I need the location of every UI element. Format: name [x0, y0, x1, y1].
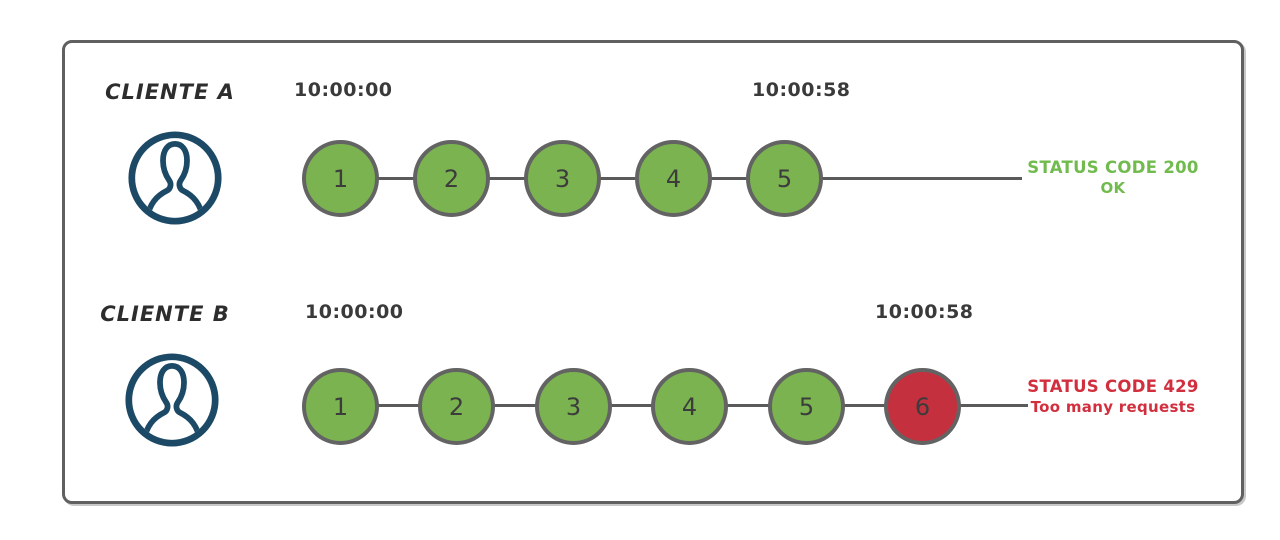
- client-b-label: CLIENTE B: [100, 302, 230, 326]
- request-number: 4: [665, 164, 682, 193]
- row-a-end-time: 10:00:58: [752, 79, 851, 101]
- user-icon-client-b: [125, 353, 219, 447]
- request-number: 5: [798, 392, 815, 421]
- row-a-status: STATUS CODE 200 OK: [1025, 157, 1201, 199]
- status-message-text: OK: [1100, 179, 1126, 197]
- request-circle-a3: 3: [524, 140, 601, 217]
- request-number: 2: [448, 392, 465, 421]
- request-circle-a1: 1: [302, 140, 379, 217]
- request-number: 3: [565, 392, 582, 421]
- request-circle-b3: 3: [535, 368, 612, 445]
- request-number: 1: [332, 392, 349, 421]
- request-circle-b2: 2: [418, 368, 495, 445]
- user-icon-client-a: [128, 131, 222, 225]
- request-circle-b6-blocked: 6: [884, 368, 961, 445]
- diagram-frame: [62, 40, 1244, 504]
- client-a-label: CLIENTE A: [105, 80, 235, 104]
- row-b-start-time: 10:00:00: [305, 301, 404, 323]
- row-b-status: STATUS CODE 429 Too many requests: [1025, 376, 1201, 418]
- request-number: 6: [914, 392, 931, 421]
- request-circle-b4: 4: [651, 368, 728, 445]
- request-number: 5: [776, 164, 793, 193]
- request-circle-b1: 1: [302, 368, 379, 445]
- row-a-start-time: 10:00:00: [294, 79, 393, 101]
- status-message-text: Too many requests: [1030, 398, 1196, 416]
- row-b-end-time: 10:00:58: [875, 301, 974, 323]
- request-number: 2: [443, 164, 460, 193]
- request-circle-a2: 2: [413, 140, 490, 217]
- request-circle-a5: 5: [746, 140, 823, 217]
- request-circle-b5: 5: [768, 368, 845, 445]
- status-code-text: STATUS CODE 429: [1027, 377, 1199, 396]
- status-code-text: STATUS CODE 200: [1027, 158, 1199, 177]
- request-number: 1: [332, 164, 349, 193]
- request-number: 3: [554, 164, 571, 193]
- request-circle-a4: 4: [635, 140, 712, 217]
- request-number: 4: [681, 392, 698, 421]
